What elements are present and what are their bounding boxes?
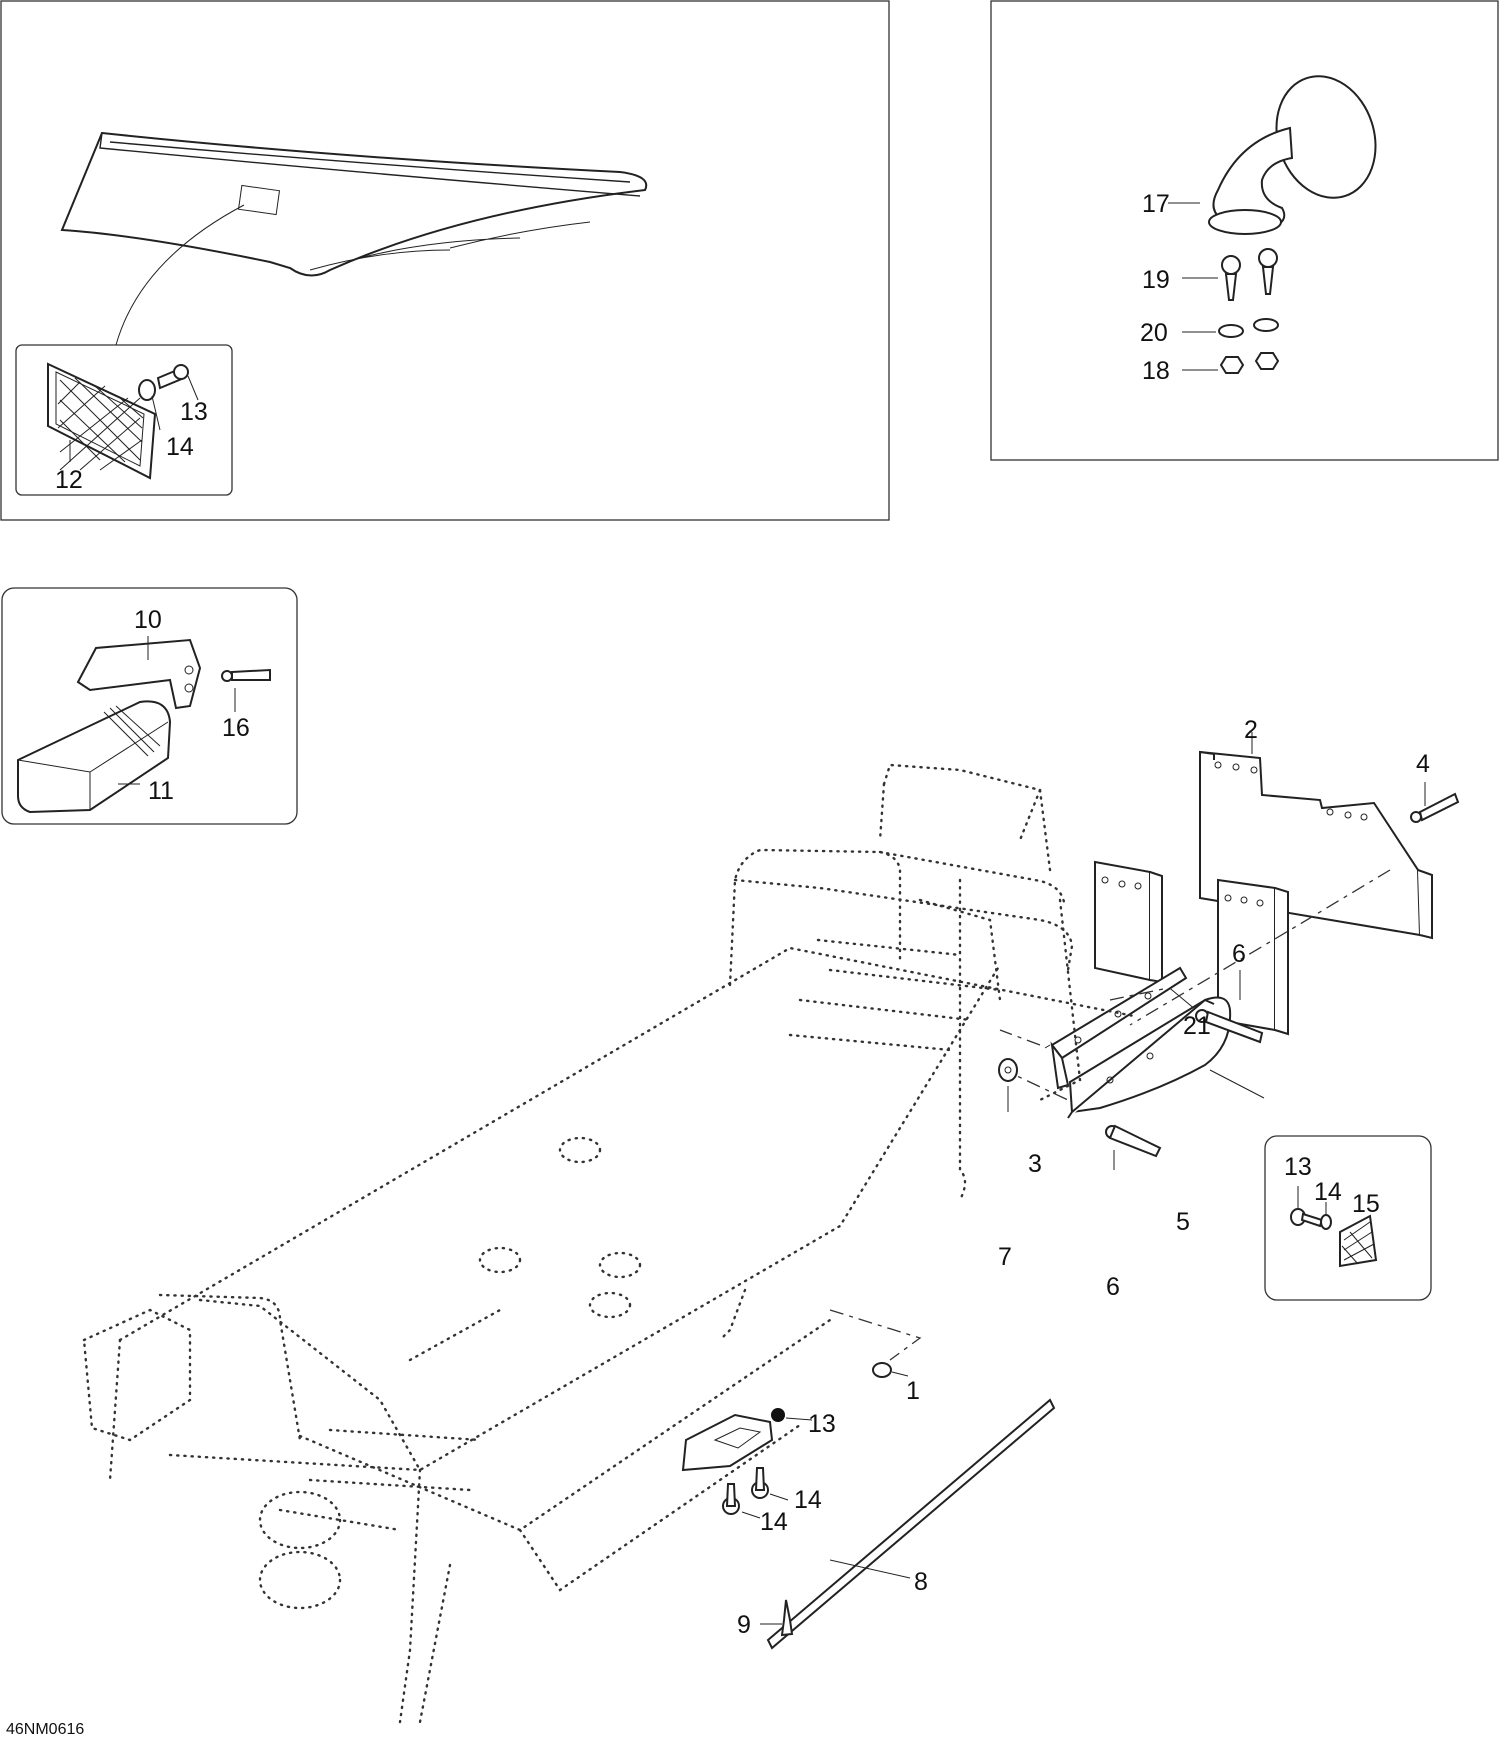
callout-5: 5 xyxy=(1176,1208,1190,1236)
callout-13-top: 13 xyxy=(180,398,208,426)
rivet-6a xyxy=(1195,970,1264,1044)
callout-12: 12 xyxy=(55,466,83,494)
callout-19: 19 xyxy=(1142,266,1170,294)
hitch-3-5 xyxy=(999,966,1265,1119)
callout-15: 15 xyxy=(1352,1190,1380,1218)
callout-13-rear: 13 xyxy=(1284,1153,1312,1181)
callout-1: 1 xyxy=(906,1377,920,1405)
callout-8: 8 xyxy=(914,1568,928,1596)
chassis-frame xyxy=(82,763,1136,1724)
callout-16: 16 xyxy=(222,714,250,742)
diagram-code: 46NM0616 xyxy=(6,1721,84,1738)
callout-11: 11 xyxy=(148,777,174,805)
inset-reflector xyxy=(15,344,233,496)
plug-1 xyxy=(829,1309,922,1378)
callout-14-center-b: 14 xyxy=(760,1508,788,1536)
rivet-16 xyxy=(221,668,271,712)
callout-17: 17 xyxy=(1142,190,1170,218)
reflector-12 xyxy=(47,362,157,480)
callout-14-center-a: 14 xyxy=(794,1486,822,1514)
callout-21: 21 xyxy=(1183,1012,1211,1040)
windshield xyxy=(60,131,648,346)
bracket-10 xyxy=(76,636,202,710)
panel-windshield xyxy=(0,0,890,521)
callout-10: 10 xyxy=(134,606,162,634)
taillight-11 xyxy=(17,700,172,814)
callout-7: 7 xyxy=(998,1243,1012,1271)
callout-9: 9 xyxy=(737,1611,751,1639)
panel-mirror xyxy=(990,0,1499,461)
callout-13-center: 13 xyxy=(808,1410,836,1438)
callout-6-top: 6 xyxy=(1232,940,1246,968)
callout-4: 4 xyxy=(1416,750,1430,778)
callout-14-top: 14 xyxy=(166,433,194,461)
reflector-13-center xyxy=(681,1408,813,1472)
rivet-9 xyxy=(760,1599,794,1637)
rivet-6b xyxy=(1105,1124,1162,1170)
rear-reflector-15-hardware xyxy=(1290,1186,1378,1268)
callout-18: 18 xyxy=(1142,357,1170,385)
callout-2: 2 xyxy=(1244,716,1258,744)
inset-light xyxy=(1,587,298,825)
inset-rear-reflector xyxy=(1264,1135,1432,1301)
rivet-4 xyxy=(1410,782,1460,823)
callout-20: 20 xyxy=(1140,319,1168,347)
mirror-hardware xyxy=(1182,248,1280,374)
callout-14-rear: 14 xyxy=(1314,1178,1342,1206)
callout-6-bottom: 6 xyxy=(1106,1273,1120,1301)
callout-3: 3 xyxy=(1028,1150,1042,1178)
washer-7 xyxy=(998,1058,1018,1112)
flap-pieces-21 xyxy=(1094,860,1391,1036)
screws-14-center xyxy=(722,1467,789,1519)
mirror-17 xyxy=(1168,75,1377,235)
screw-13-washer-14-top xyxy=(69,364,199,462)
